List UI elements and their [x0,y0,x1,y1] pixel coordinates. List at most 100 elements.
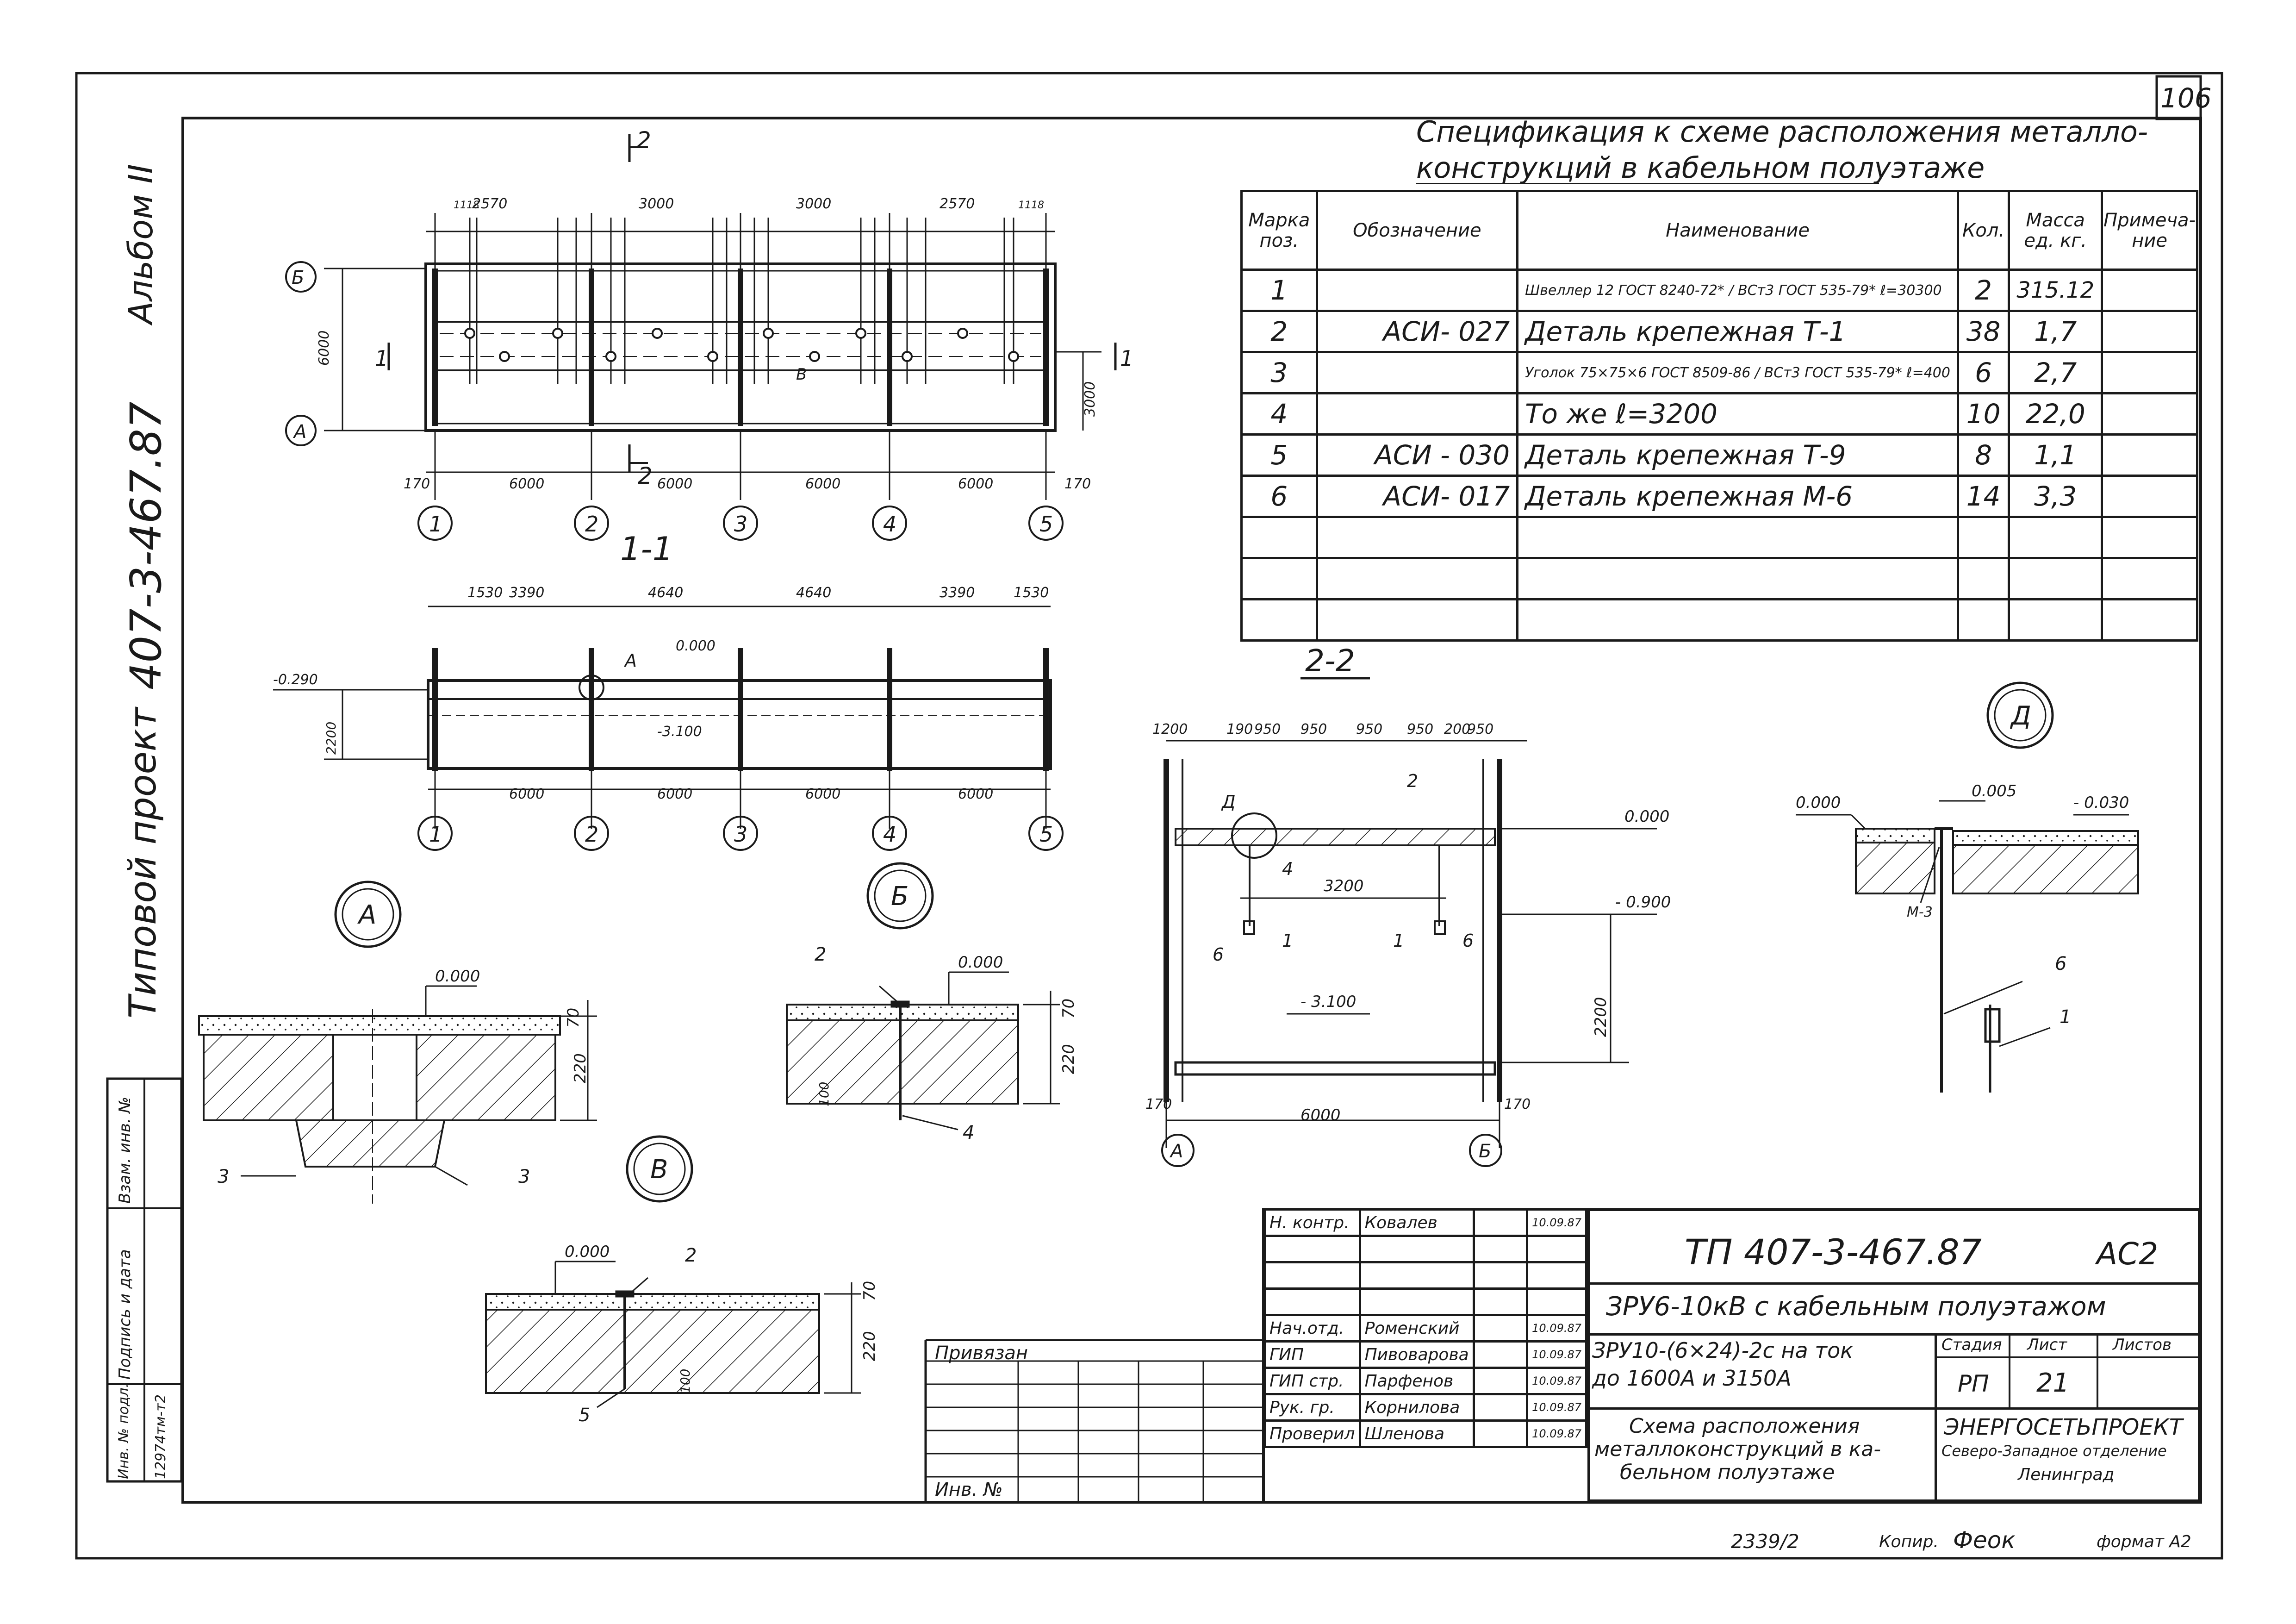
title-block-frame [924,1208,1265,1502]
svg-text:А: А [357,900,376,930]
title-subject-1: ЗРУ10-(6×24)-2с на ток [1592,1338,1854,1363]
table-row [1240,557,2198,600]
spec-header-note: Примеча-ние [2101,190,2198,271]
staff-role: Нач.отд. [1263,1314,1361,1343]
binding-label: Привязан [935,1343,1028,1364]
svg-text:3: 3 [734,512,747,537]
table-row: Проверил Шленова 10.09.87 [1263,1419,1587,1448]
svg-text:-3.100: -3.100 [657,724,702,740]
footer-number: 2339/2 [1731,1530,1799,1553]
detail-v [485,1135,861,1408]
svg-text:А: А [292,421,306,443]
spec-title-1: Спецификация к схеме расположения металл… [1416,115,2148,149]
svg-text:1: 1 [2060,1006,2071,1028]
drawing-title-3: бельном полуэтаже [1620,1461,1835,1484]
spec-name: Деталь крепежная М-6 [1516,475,1959,518]
spec-pos: 6 [1240,475,1318,518]
spec-mass: 22,0 [2008,392,2103,436]
svg-text:5: 5 [1039,822,1053,847]
svg-text:170: 170 [1145,1096,1172,1112]
org-name: ЭНЕРГОСЕТЬПРОЕКТ [1944,1414,2183,1440]
staff-date: 10.09.87 [1526,1340,1587,1369]
spec-qty: 6 [1956,351,2010,394]
spec-qty: 2 [1956,269,2010,312]
staff-name: Корнилова [1358,1393,1475,1422]
spec-mass: 1,1 [2008,433,2103,477]
svg-text:- 0.030: - 0.030 [2073,793,2129,812]
svg-text:1: 1 [375,346,388,371]
svg-text:2570: 2570 [472,196,507,212]
svg-text:1118: 1118 [454,200,479,211]
svg-text:170: 170 [1064,476,1091,492]
svg-text:3200: 3200 [1324,877,1364,895]
svg-text:3390: 3390 [509,585,544,601]
svg-text:6000: 6000 [509,786,544,802]
staff-role: ГИП [1263,1340,1361,1369]
sheets-header: Листов [2113,1336,2172,1354]
section-2-2-title: 2-2 [1305,643,1355,679]
spec-designation: АСИ - 030 [1315,433,1519,477]
svg-text:0.000: 0.000 [435,967,480,986]
org-branch: Северо-Западное отделение [1941,1442,2167,1460]
svg-text:6000: 6000 [805,476,840,492]
sheet-number: 106 [2160,82,2212,114]
svg-text:- 0.900: - 0.900 [1615,893,1671,912]
svg-text:6000: 6000 [509,476,544,492]
svg-text:200: 200 [1444,721,1470,737]
svg-text:1530: 1530 [467,585,503,601]
svg-text:2: 2 [815,944,826,965]
detail-a [198,881,597,1204]
spec-header-mass: Масса ед. кг. [2008,190,2103,271]
svg-text:190: 190 [1226,721,1253,737]
svg-text:1118: 1118 [1018,200,1044,211]
spec-pos: 4 [1240,392,1318,436]
svg-text:4640: 4640 [796,585,831,601]
staff-role: Проверил [1263,1419,1361,1448]
svg-text:4: 4 [1282,859,1293,879]
svg-text:950: 950 [1254,721,1281,737]
spec-mass: 315.12 [2008,269,2103,312]
svg-text:6: 6 [1213,944,1224,965]
svg-text:100: 100 [678,1369,693,1393]
svg-text:1: 1 [429,512,442,537]
title-block-right [1587,1208,2201,1502]
spec-note [2101,475,2198,518]
sheet-value: 21 [2036,1368,2070,1398]
svg-text:170: 170 [404,476,430,492]
svg-text:220: 220 [860,1331,879,1361]
svg-text:0.005: 0.005 [1972,782,2016,800]
svg-text:220: 220 [571,1053,590,1083]
svg-text:3: 3 [734,822,747,847]
drawing-title-2: металлоконструкций в ка- [1594,1437,1881,1461]
spec-pos: 3 [1240,351,1318,394]
svg-text:6000: 6000 [958,476,993,492]
spec-note [2101,433,2198,477]
svg-text:1: 1 [429,822,442,847]
spec-header-qty: Кол. [1956,190,2010,271]
spec-designation: АСИ- 017 [1315,475,1519,518]
spec-header-name: Наименование [1516,190,1959,271]
svg-text:6000: 6000 [958,786,993,802]
table-row [1240,516,2198,559]
table-row: Н. контр. Ковалев 10.09.87 [1263,1208,1587,1237]
spec-mass: 1,7 [2008,310,2103,353]
stage-value: РП [1958,1370,1989,1397]
sheet-number-box [2155,75,2202,120]
svg-text:6000: 6000 [805,786,840,802]
staff-name: Пивоварова [1358,1340,1475,1369]
svg-text:Б: Б [891,881,908,912]
svg-text:Б: Б [1479,1141,1491,1162]
footer-copied: Копир. [1879,1532,1939,1551]
side-stamp-replaced: Взам. инв. № [116,1097,134,1204]
spec-header-pos: Марка поз. [1240,190,1318,271]
table-row: 3 Уголок 75×75×6 ГОСТ 8509-86 / ВСт3 ГОС… [1240,351,2198,394]
svg-text:А: А [1169,1141,1183,1162]
staff-name: Шленова [1358,1419,1475,1448]
svg-text:1: 1 [1393,931,1404,951]
footer-format: формат А2 [2097,1532,2191,1551]
staff-date: 10.09.87 [1526,1393,1587,1422]
